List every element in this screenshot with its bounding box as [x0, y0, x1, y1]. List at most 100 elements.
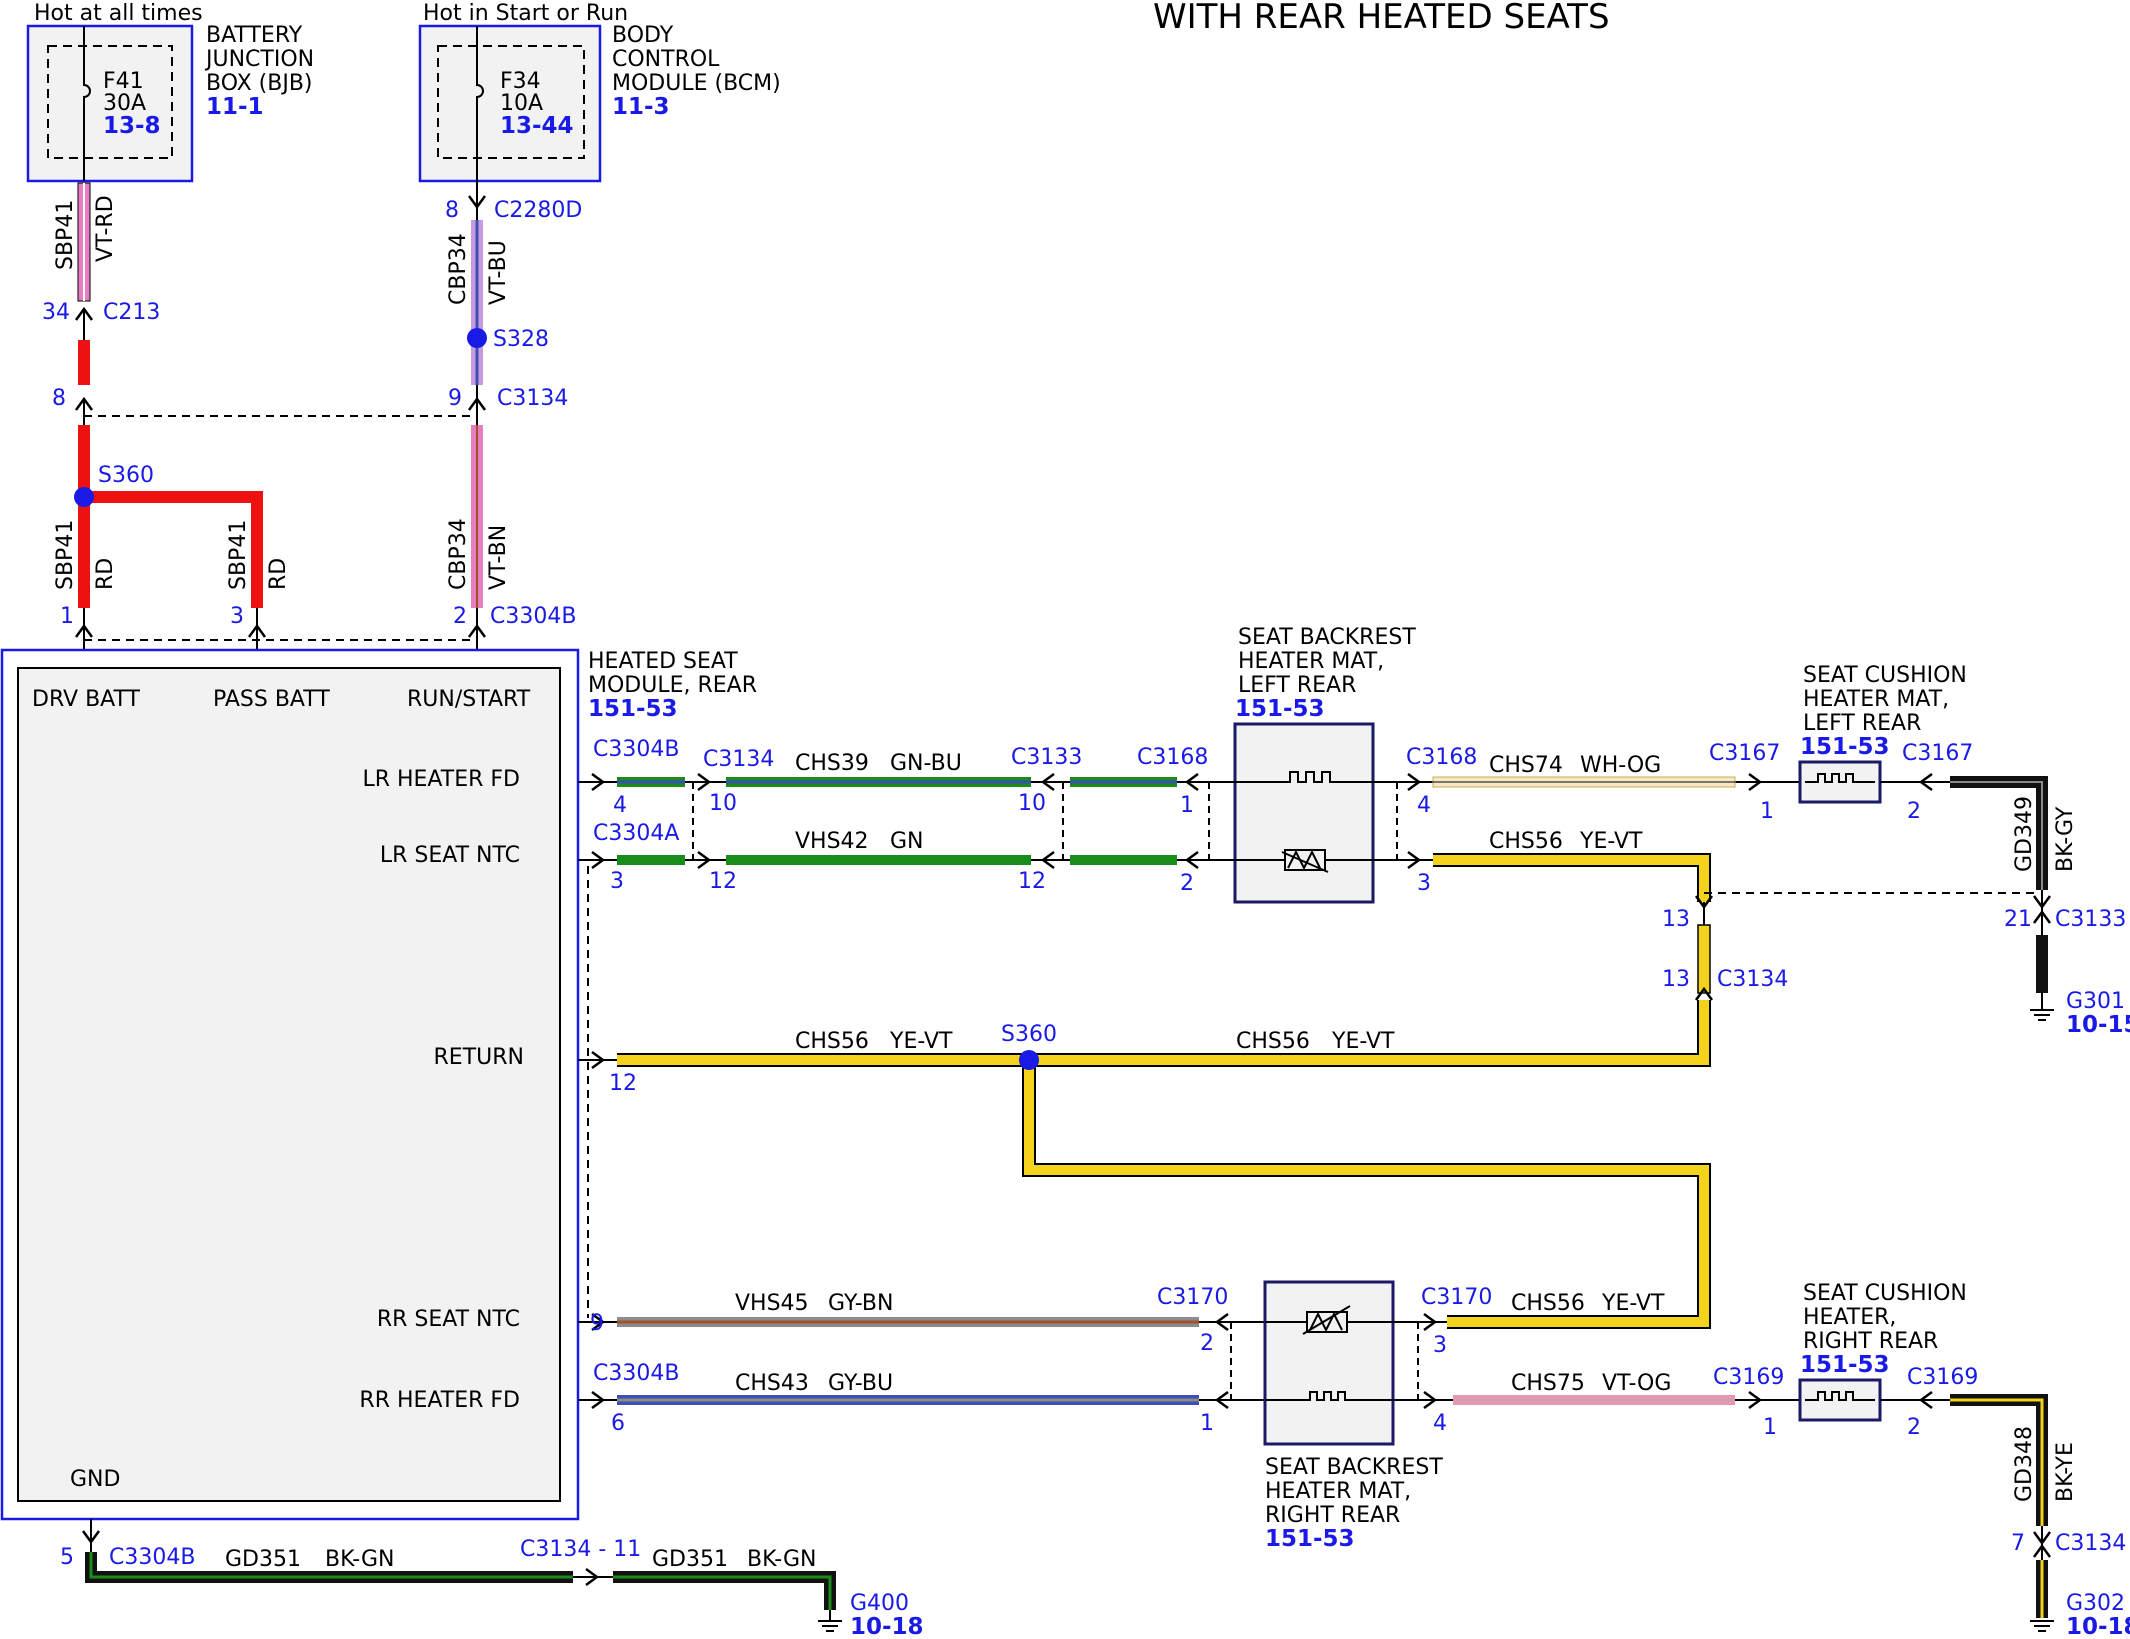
backrest-right-l2: HEATER MAT,	[1265, 1479, 1411, 1504]
wire-bkgn-label-a: BK-GN	[325, 1547, 394, 1572]
wire-chs74-label: CHS74	[1489, 753, 1563, 778]
pin-1-c3168-lr: 1	[1180, 793, 1194, 818]
backrest-left-l3: LEFT REAR	[1238, 673, 1356, 698]
wire-sbp41-label-drv: SBP41	[53, 520, 78, 590]
ground-g302: G302	[2066, 1591, 2125, 1616]
wire-bkgn-label-b: BK-GN	[747, 1547, 816, 1572]
wire-gd348-label: GD348	[2012, 1426, 2037, 1502]
cbp34-circuit: 8 C2280D CBP34 VT-BU S328 9 C3134 CBP34 …	[445, 181, 582, 668]
module-pin-lr-heater-fd: LR HEATER FD	[362, 767, 520, 792]
wire-chs43-label: CHS43	[735, 1371, 809, 1396]
cushion-left-ref: 151-53	[1800, 734, 1890, 760]
pin-2-run: 2	[453, 604, 467, 629]
pin-4-c3168-out: 4	[1417, 793, 1431, 818]
wire-chs56-label-ret-a: CHS56	[795, 1029, 869, 1054]
wire-yevt-label-ret-a: YE-VT	[889, 1029, 953, 1054]
wire-bkye-label: BK-YE	[2053, 1442, 2078, 1502]
pin-10-c3133-lr: 10	[1018, 791, 1046, 816]
pin-2-c3168-ntc: 2	[1180, 871, 1194, 896]
lr-heater-fd-circuit: C3304B 4 C3134 10 CHS39 GN-BU C3133 10 C…	[578, 737, 1233, 818]
pin-3-c3168-ntc: 3	[1417, 871, 1431, 896]
pin-8-bcm: 8	[445, 198, 459, 223]
cushion-left-l3: LEFT REAR	[1803, 711, 1921, 736]
wire-vhs45-label: VHS45	[735, 1291, 809, 1316]
seat-backrest-heater-mat-right: SEAT BACKREST HEATER MAT, RIGHT REAR 151…	[1263, 1280, 1443, 1552]
bjb-name-1: BATTERY	[206, 23, 303, 48]
cushion-right-ref: 151-53	[1800, 1352, 1890, 1378]
ground-g400: G400	[850, 1591, 909, 1616]
heater-element-icon	[1265, 1391, 1393, 1401]
connector-c3133-right: C3133	[2055, 907, 2126, 932]
module-pin-run-start: RUN/START	[407, 687, 531, 712]
wire-chs75-label: CHS75	[1511, 1371, 1585, 1396]
wire-chs56-label-rr: CHS56	[1511, 1291, 1585, 1316]
module-pin-gnd: GND	[70, 1467, 120, 1492]
pin-13-c3134: 13	[1662, 967, 1690, 992]
fuse-f34-icon	[476, 26, 484, 181]
ground-g301: G301	[2066, 989, 2125, 1014]
splice-s360-top	[74, 487, 94, 507]
connector-c3169-out: C3169	[1907, 1365, 1978, 1390]
wire-sbp41-label-pass: SBP41	[226, 520, 251, 590]
wire-vtrd-label: VT-RD	[93, 195, 118, 262]
bcm-name-3: MODULE (BCM)	[612, 71, 781, 96]
body-control-module: Hot in Start or Run F34 10A 13-44 BODY C…	[418, 1, 781, 183]
connector-c3168-out: C3168	[1406, 745, 1477, 770]
connector-c3170-out: C3170	[1421, 1285, 1492, 1310]
connector-c3134-gnd: C3134 - 11	[520, 1537, 641, 1562]
wire-bkgy-label: BK-GY	[2053, 806, 2078, 872]
chs75-circuit: 4 CHS75 VT-OG C3169 1	[1393, 1365, 1800, 1440]
wire-yevt-label-rr: YE-VT	[1601, 1291, 1665, 1316]
pin-2-c3170: 2	[1200, 1331, 1214, 1356]
module-pin-pass-batt: PASS BATT	[213, 687, 330, 712]
pin-2-c3167: 2	[1907, 799, 1921, 824]
gd349-circuit: C3167 2 GD349 BK-GY 21 C3133 G301 10-15	[1880, 741, 2130, 1038]
seat-backrest-heater-mat-left: SEAT BACKREST HEATER MAT, LEFT REAR 151-…	[1233, 625, 1416, 904]
pin-6-rr: 6	[611, 1411, 625, 1436]
lr-seat-ntc-circuit: C3304A 3 12 VHS42 GN 12 2	[578, 821, 1233, 896]
heated-seat-module-rear: HEATED SEAT MODULE, REAR 151-53 DRV BATT…	[0, 648, 757, 1521]
connector-c3168-lr-in: C3168	[1137, 745, 1208, 770]
pin-9-bcm: 9	[448, 386, 462, 411]
pin-10-c3134-lr: 10	[709, 791, 737, 816]
wire-vhs42-label: VHS42	[795, 829, 869, 854]
ground-g301-ref: 10-15	[2066, 1012, 2130, 1038]
wire-gnbu-label: GN-BU	[890, 751, 962, 776]
connector-c2280d: C2280D	[494, 198, 582, 223]
fuse-f41-label: F41	[103, 69, 144, 94]
rr-heater-fd-circuit: C3304B 6 CHS43 GY-BU 1	[578, 1361, 1265, 1436]
connector-c3304a: C3304A	[593, 821, 679, 846]
wire-vtbn-label: VT-BN	[486, 525, 511, 590]
fuse-f41-icon	[83, 26, 91, 181]
wire-yevt-label-ret-b: YE-VT	[1331, 1029, 1395, 1054]
ground-g400-ref: 10-18	[850, 1614, 924, 1639]
wire-cbp34-label-top: CBP34	[446, 233, 471, 305]
ground-g302-ref: 10-18	[2066, 1614, 2130, 1639]
diagram-title: WITH REAR HEATED SEATS	[1153, 0, 1610, 37]
pin-2-c3169: 2	[1907, 1415, 1921, 1440]
pin-1-c3170: 1	[1200, 1411, 1214, 1436]
wire-yevt-label-lr: YE-VT	[1579, 829, 1643, 854]
wire-chs39-label: CHS39	[795, 751, 869, 776]
module-pin-rr-heater-fd: RR HEATER FD	[359, 1388, 520, 1413]
backrest-left-ref: 151-53	[1235, 696, 1325, 722]
pin-3-pass: 3	[230, 604, 244, 629]
backrest-left-l2: HEATER MAT,	[1238, 649, 1384, 674]
gd348-circuit: C3169 2 GD348 BK-YE 7 C3134 G302 10-18	[1880, 1365, 2130, 1639]
chs56-lr-circuit: 3 CHS56 YE-VT 13 13 C3134	[1373, 829, 1788, 1001]
connector-c3304b-top: C3304B	[490, 604, 576, 629]
wire-vtog-label: VT-OG	[1602, 1371, 1671, 1396]
pin-13-c3133: 13	[1662, 907, 1690, 932]
heater-element-icon	[1805, 1391, 1875, 1401]
connector-c3134-right: C3134	[1717, 967, 1788, 992]
connector-c3304b-rr: C3304B	[593, 1361, 679, 1386]
module-pin-drv-batt: DRV BATT	[32, 687, 141, 712]
backrest-left-l1: SEAT BACKREST	[1238, 625, 1416, 650]
pin-1-drv: 1	[60, 604, 74, 629]
splice-s328	[467, 328, 487, 348]
pin-3-c3304a: 3	[610, 869, 624, 894]
backrest-right-ref: 151-53	[1265, 1526, 1355, 1552]
pin-5-gnd: 5	[60, 1545, 74, 1570]
connector-c3134-g302: C3134	[2055, 1531, 2126, 1556]
